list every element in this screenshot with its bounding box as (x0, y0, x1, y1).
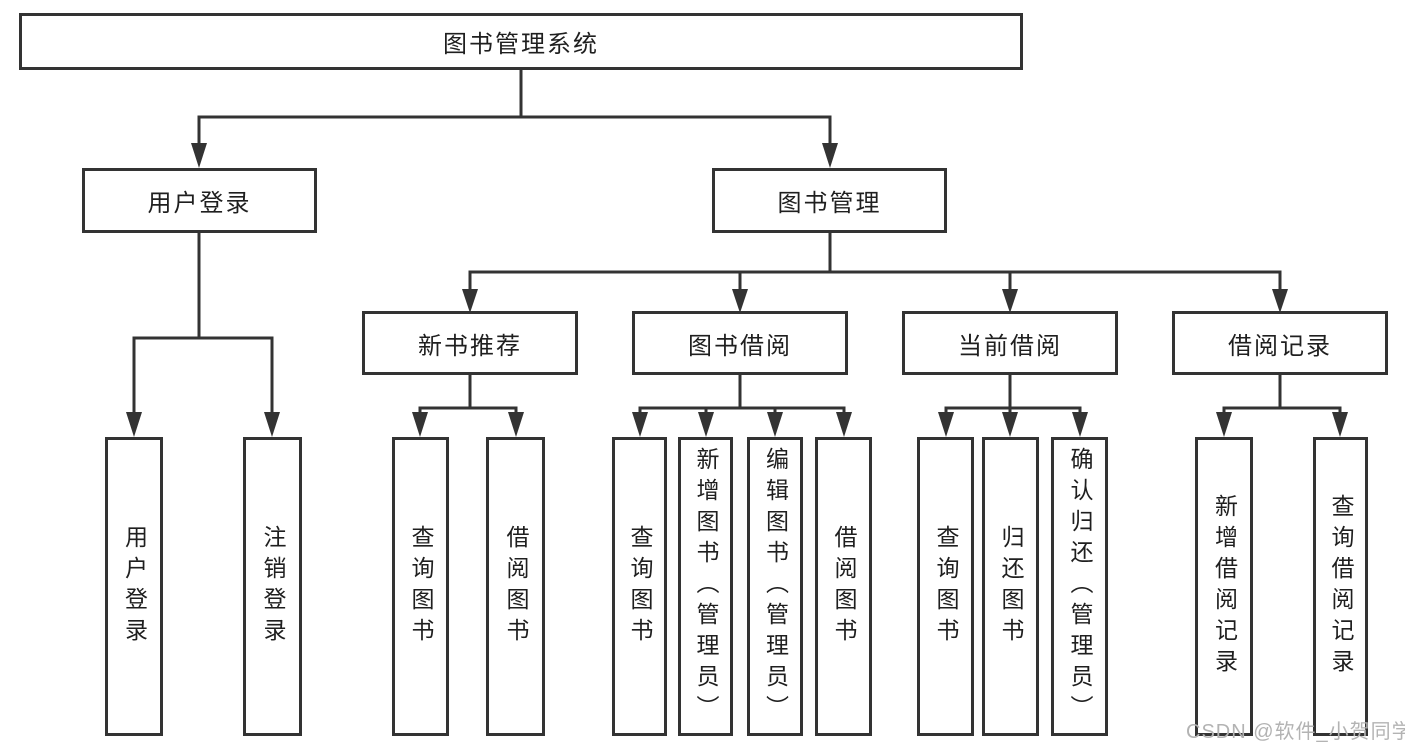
leaf-records-add-record: 新增借阅记录 (1195, 437, 1253, 736)
connector-records-to-leaves (1222, 375, 1342, 414)
leaf-borrow-query-book: 查询图书 (612, 437, 667, 736)
connector-login-to-leaves (132, 233, 274, 415)
node-user-login: 用户登录 (82, 168, 317, 233)
leaf-borrow-edit-book-admin: 编辑图书（管理员） (747, 437, 803, 736)
node-current-borrow: 当前借阅 (902, 311, 1118, 375)
connector-root-to-level2 (197, 70, 832, 146)
leaf-borrow-add-book-admin: 新增图书（管理员） (678, 437, 733, 736)
node-borrow-records: 借阅记录 (1172, 311, 1388, 375)
connector-mgmt-to-level3 (468, 233, 1282, 292)
node-book-borrow: 图书借阅 (632, 311, 848, 375)
connector-current-to-leaves (944, 375, 1082, 414)
leaf-recommend-borrow-book: 借阅图书 (486, 437, 545, 736)
leaf-current-return-book: 归还图书 (982, 437, 1039, 736)
arrowhead-markers (126, 143, 1348, 437)
leaf-current-confirm-return-admin: 确认归还（管理员） (1051, 437, 1108, 736)
node-book-management: 图书管理 (712, 168, 947, 233)
leaf-records-query-record: 查询借阅记录 (1313, 437, 1368, 736)
connector-borrow-to-leaves (638, 375, 846, 414)
connector-recommend-to-leaves (418, 375, 518, 414)
csdn-watermark: CSDN @软件_小贺同学 (1186, 721, 1405, 743)
node-root: 图书管理系统 (19, 13, 1023, 70)
leaf-recommend-query-book: 查询图书 (392, 437, 449, 736)
node-new-book-recommend: 新书推荐 (362, 311, 578, 375)
leaf-user-login: 用户登录 (105, 437, 163, 736)
leaf-borrow-borrow-book: 借阅图书 (815, 437, 872, 736)
leaf-current-query-book: 查询图书 (917, 437, 974, 736)
leaf-logout: 注销登录 (243, 437, 302, 736)
